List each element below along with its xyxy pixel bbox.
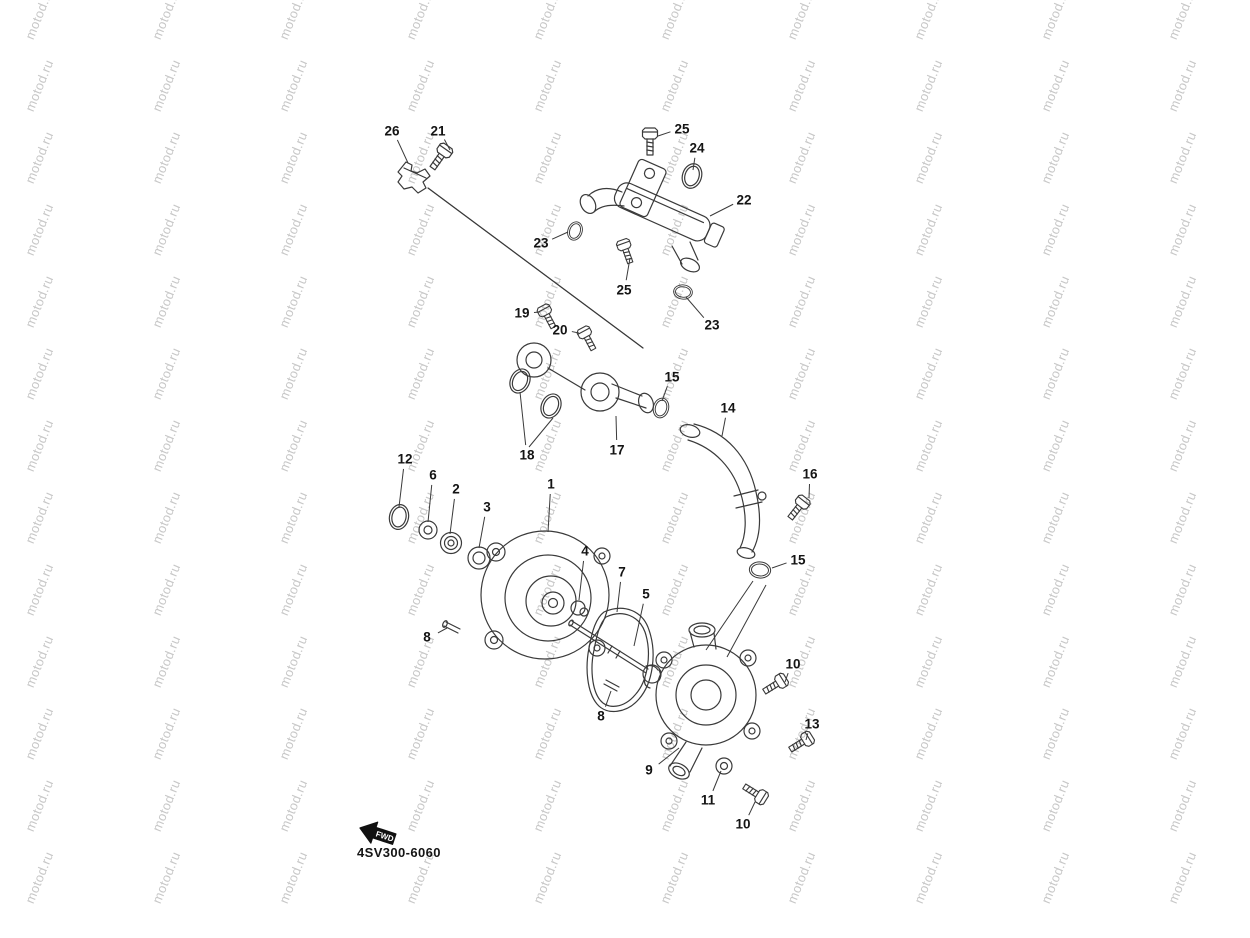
leader-line-20 <box>571 331 580 334</box>
callout-number-3: 3 <box>483 499 491 515</box>
callout-number-12: 12 <box>397 451 413 467</box>
gasket-7 <box>586 607 654 712</box>
mechanical-seal-4 <box>570 600 589 617</box>
leader-line-6 <box>427 484 433 523</box>
callout-number-25: 25 <box>616 282 632 298</box>
leader-line-11 <box>712 770 722 792</box>
callout-number-14: 14 <box>720 400 736 416</box>
callout-number-24: 24 <box>689 140 705 156</box>
leader-line-3 <box>478 516 486 549</box>
impeller-shaft-5 <box>568 619 662 689</box>
outlet-hose <box>679 423 767 559</box>
callout-number-15: 15 <box>664 369 680 385</box>
leader-line-21 <box>443 139 451 151</box>
callout-number-2: 2 <box>452 481 460 497</box>
leader-line-26 <box>396 139 409 164</box>
leader-line-10 <box>784 672 789 683</box>
callout-number-22: 22 <box>736 192 752 208</box>
callout-number-10: 10 <box>735 816 751 832</box>
callout-number-4: 4 <box>581 543 589 559</box>
pump-housing <box>480 530 611 660</box>
leader-line-15 <box>771 562 787 569</box>
callout-number-17: 17 <box>609 442 625 458</box>
callout-number-26: 26 <box>384 123 400 139</box>
assembly-line <box>705 580 754 651</box>
callout-number-10: 10 <box>785 656 801 672</box>
callout-number-5: 5 <box>642 586 650 602</box>
clamp-bracket <box>397 161 431 194</box>
joint-pipe-assembly <box>579 158 725 273</box>
leader-line-8 <box>437 627 448 634</box>
leader-line-25 <box>625 257 631 281</box>
assembly-line <box>528 417 554 448</box>
fwd-arrow: FWD <box>359 821 397 845</box>
leader-line-12 <box>398 468 405 508</box>
callout-number-8: 8 <box>597 708 605 724</box>
leader-line-24 <box>692 157 696 171</box>
leader-line-17 <box>615 415 618 441</box>
leader-line-22 <box>709 203 734 217</box>
callout-number-15: 15 <box>790 552 806 568</box>
leader-line-18 <box>519 391 527 446</box>
assembly-line <box>726 584 767 658</box>
leader-line-23 <box>551 231 569 240</box>
water-pipe-assembly <box>516 342 655 414</box>
callout-number-9: 9 <box>645 762 653 778</box>
leader-line-25 <box>657 131 671 137</box>
dowel-pin-8a <box>442 620 461 634</box>
callout-number-23: 23 <box>533 235 549 251</box>
leader-line-9 <box>658 747 680 765</box>
callout-number-25: 25 <box>674 121 690 137</box>
leader-line-5 <box>633 603 644 647</box>
leader-line-8 <box>604 690 612 707</box>
leader-line-15 <box>661 386 668 402</box>
callout-number-18: 18 <box>519 447 535 463</box>
leader-line-4 <box>578 560 585 601</box>
callout-number-21: 21 <box>430 123 446 139</box>
assembly-line <box>427 187 644 349</box>
bearing-2 <box>439 531 463 555</box>
leader-line-1 <box>547 493 551 533</box>
callout-number-16: 16 <box>802 466 818 482</box>
leader-line-2 <box>449 498 455 535</box>
callout-number-19: 19 <box>514 305 530 321</box>
leader-line-13 <box>805 733 809 741</box>
dowel-pin-8b <box>603 679 620 692</box>
callout-number-1: 1 <box>547 476 555 492</box>
leader-line-16 <box>808 483 811 499</box>
callout-number-20: 20 <box>552 322 568 338</box>
washer-11 <box>715 757 733 775</box>
leader-line-7 <box>616 581 622 613</box>
pump-cover-9 <box>655 622 761 780</box>
callout-number-8: 8 <box>423 629 431 645</box>
leader-line-23 <box>685 296 705 318</box>
callout-number-7: 7 <box>618 564 626 580</box>
leader-line-14 <box>721 417 726 437</box>
leader-line-10 <box>748 801 756 816</box>
callout-number-23: 23 <box>704 317 720 333</box>
callout-number-11: 11 <box>700 792 716 808</box>
diagram-part-code: 4SV300-6060 <box>357 845 441 860</box>
callout-number-6: 6 <box>429 467 437 483</box>
callout-number-13: 13 <box>804 716 820 732</box>
